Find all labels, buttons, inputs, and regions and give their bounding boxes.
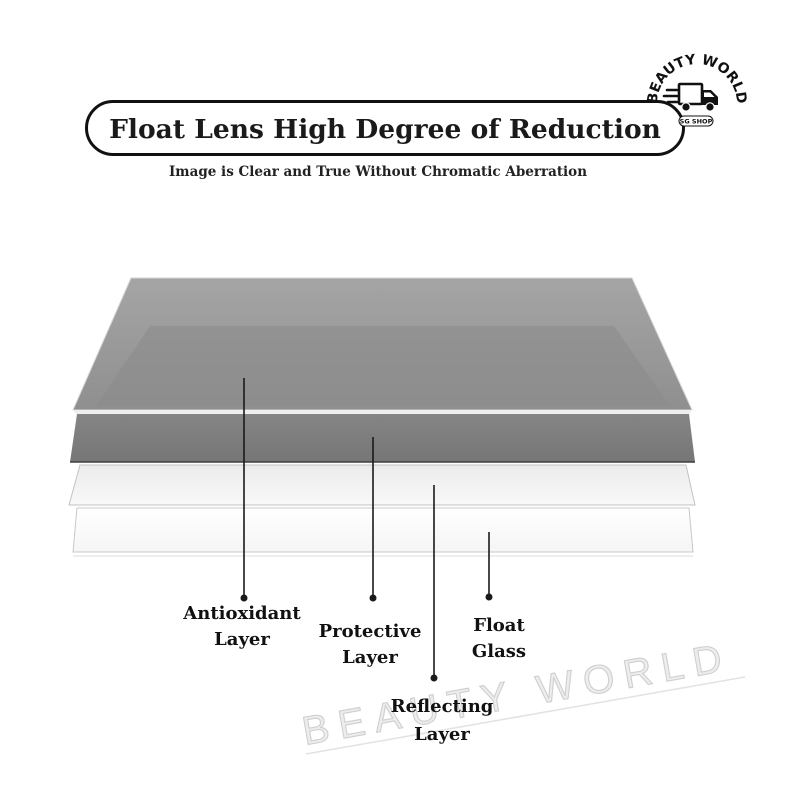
logo-tag: SG SHOP [678, 115, 714, 127]
label-line: Antioxidant [183, 603, 301, 624]
layer-reflecting-slab [68, 464, 696, 506]
page-subtitle: Image is Clear and True Without Chromati… [168, 164, 588, 180]
label-line: Layer [214, 629, 270, 650]
slab-1-edge [73, 410, 692, 414]
slab-3-face [68, 464, 696, 506]
label-protective-layer: Protective Layer [285, 619, 455, 671]
pointer-dot-protective [369, 594, 377, 602]
page-title: Float Lens High Degree of Reduction [109, 114, 661, 145]
watermark-underline [305, 676, 746, 755]
delivery-truck-icon [662, 82, 718, 112]
layer-protective-slab [70, 414, 695, 463]
layer-antioxidant-slab [72, 277, 693, 414]
label-line: Layer [342, 647, 398, 668]
pointer-dot-float-glass [485, 593, 493, 601]
label-line: Float [473, 615, 525, 636]
label-line: Layer [414, 724, 470, 745]
slab-2-face [70, 414, 695, 462]
label-reflecting-layer: Reflecting Layer [357, 693, 527, 749]
pointer-dots [240, 593, 493, 682]
pointer-dot-reflecting [430, 674, 438, 682]
slab-1-inner [96, 326, 670, 406]
label-line: Glass [471, 641, 527, 662]
title-pill: Float Lens High Degree of Reduction [85, 100, 685, 156]
pointer-dot-antioxidant [240, 594, 248, 602]
layer-float-glass-slab [72, 507, 694, 557]
logo-tag-text: SG SHOP [680, 118, 713, 126]
pointers [243, 378, 490, 678]
label-line: Protective [318, 621, 422, 642]
brand-logo: BEAUTY WORLD SG SHOP [645, 52, 749, 127]
slab-4-face [72, 507, 694, 553]
label-float-glass: Float Glass [414, 613, 584, 665]
label-line: Reflecting [390, 696, 494, 717]
label-antioxidant-layer: Antioxidant Layer [157, 601, 327, 653]
